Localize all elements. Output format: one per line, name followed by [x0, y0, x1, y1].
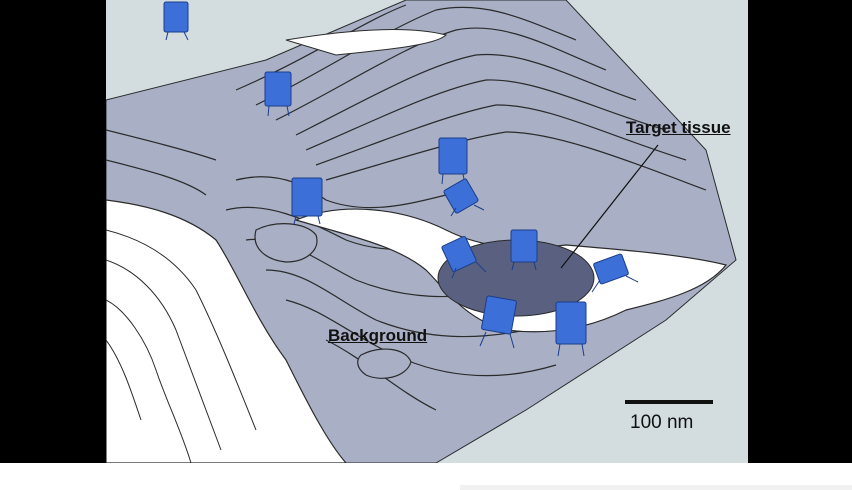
robot	[510, 229, 538, 271]
robot	[441, 235, 487, 279]
robot	[479, 295, 517, 349]
robots	[163, 1, 639, 357]
terrain-illustration	[106, 0, 737, 463]
robot	[555, 301, 587, 357]
scale-bar-label: 100 nm	[630, 412, 694, 433]
video-frame: Target tissue Background 100 nm	[0, 0, 852, 463]
lowland-contours	[106, 229, 257, 463]
topography-scene: Target tissue Background 100 nm	[106, 0, 748, 463]
mound	[357, 348, 412, 379]
background-label: Background	[328, 326, 428, 345]
robot	[443, 178, 485, 217]
bottom-strip	[460, 485, 852, 490]
mesa	[254, 223, 318, 263]
target-pointer-line	[560, 144, 659, 269]
target-tissue-label: Target tissue	[626, 118, 731, 137]
robot	[591, 253, 639, 293]
robot	[438, 137, 468, 185]
robot	[264, 71, 292, 117]
robot	[163, 1, 189, 41]
robot	[291, 177, 323, 225]
upper-plateau	[285, 29, 447, 56]
scale-bar	[625, 400, 713, 404]
